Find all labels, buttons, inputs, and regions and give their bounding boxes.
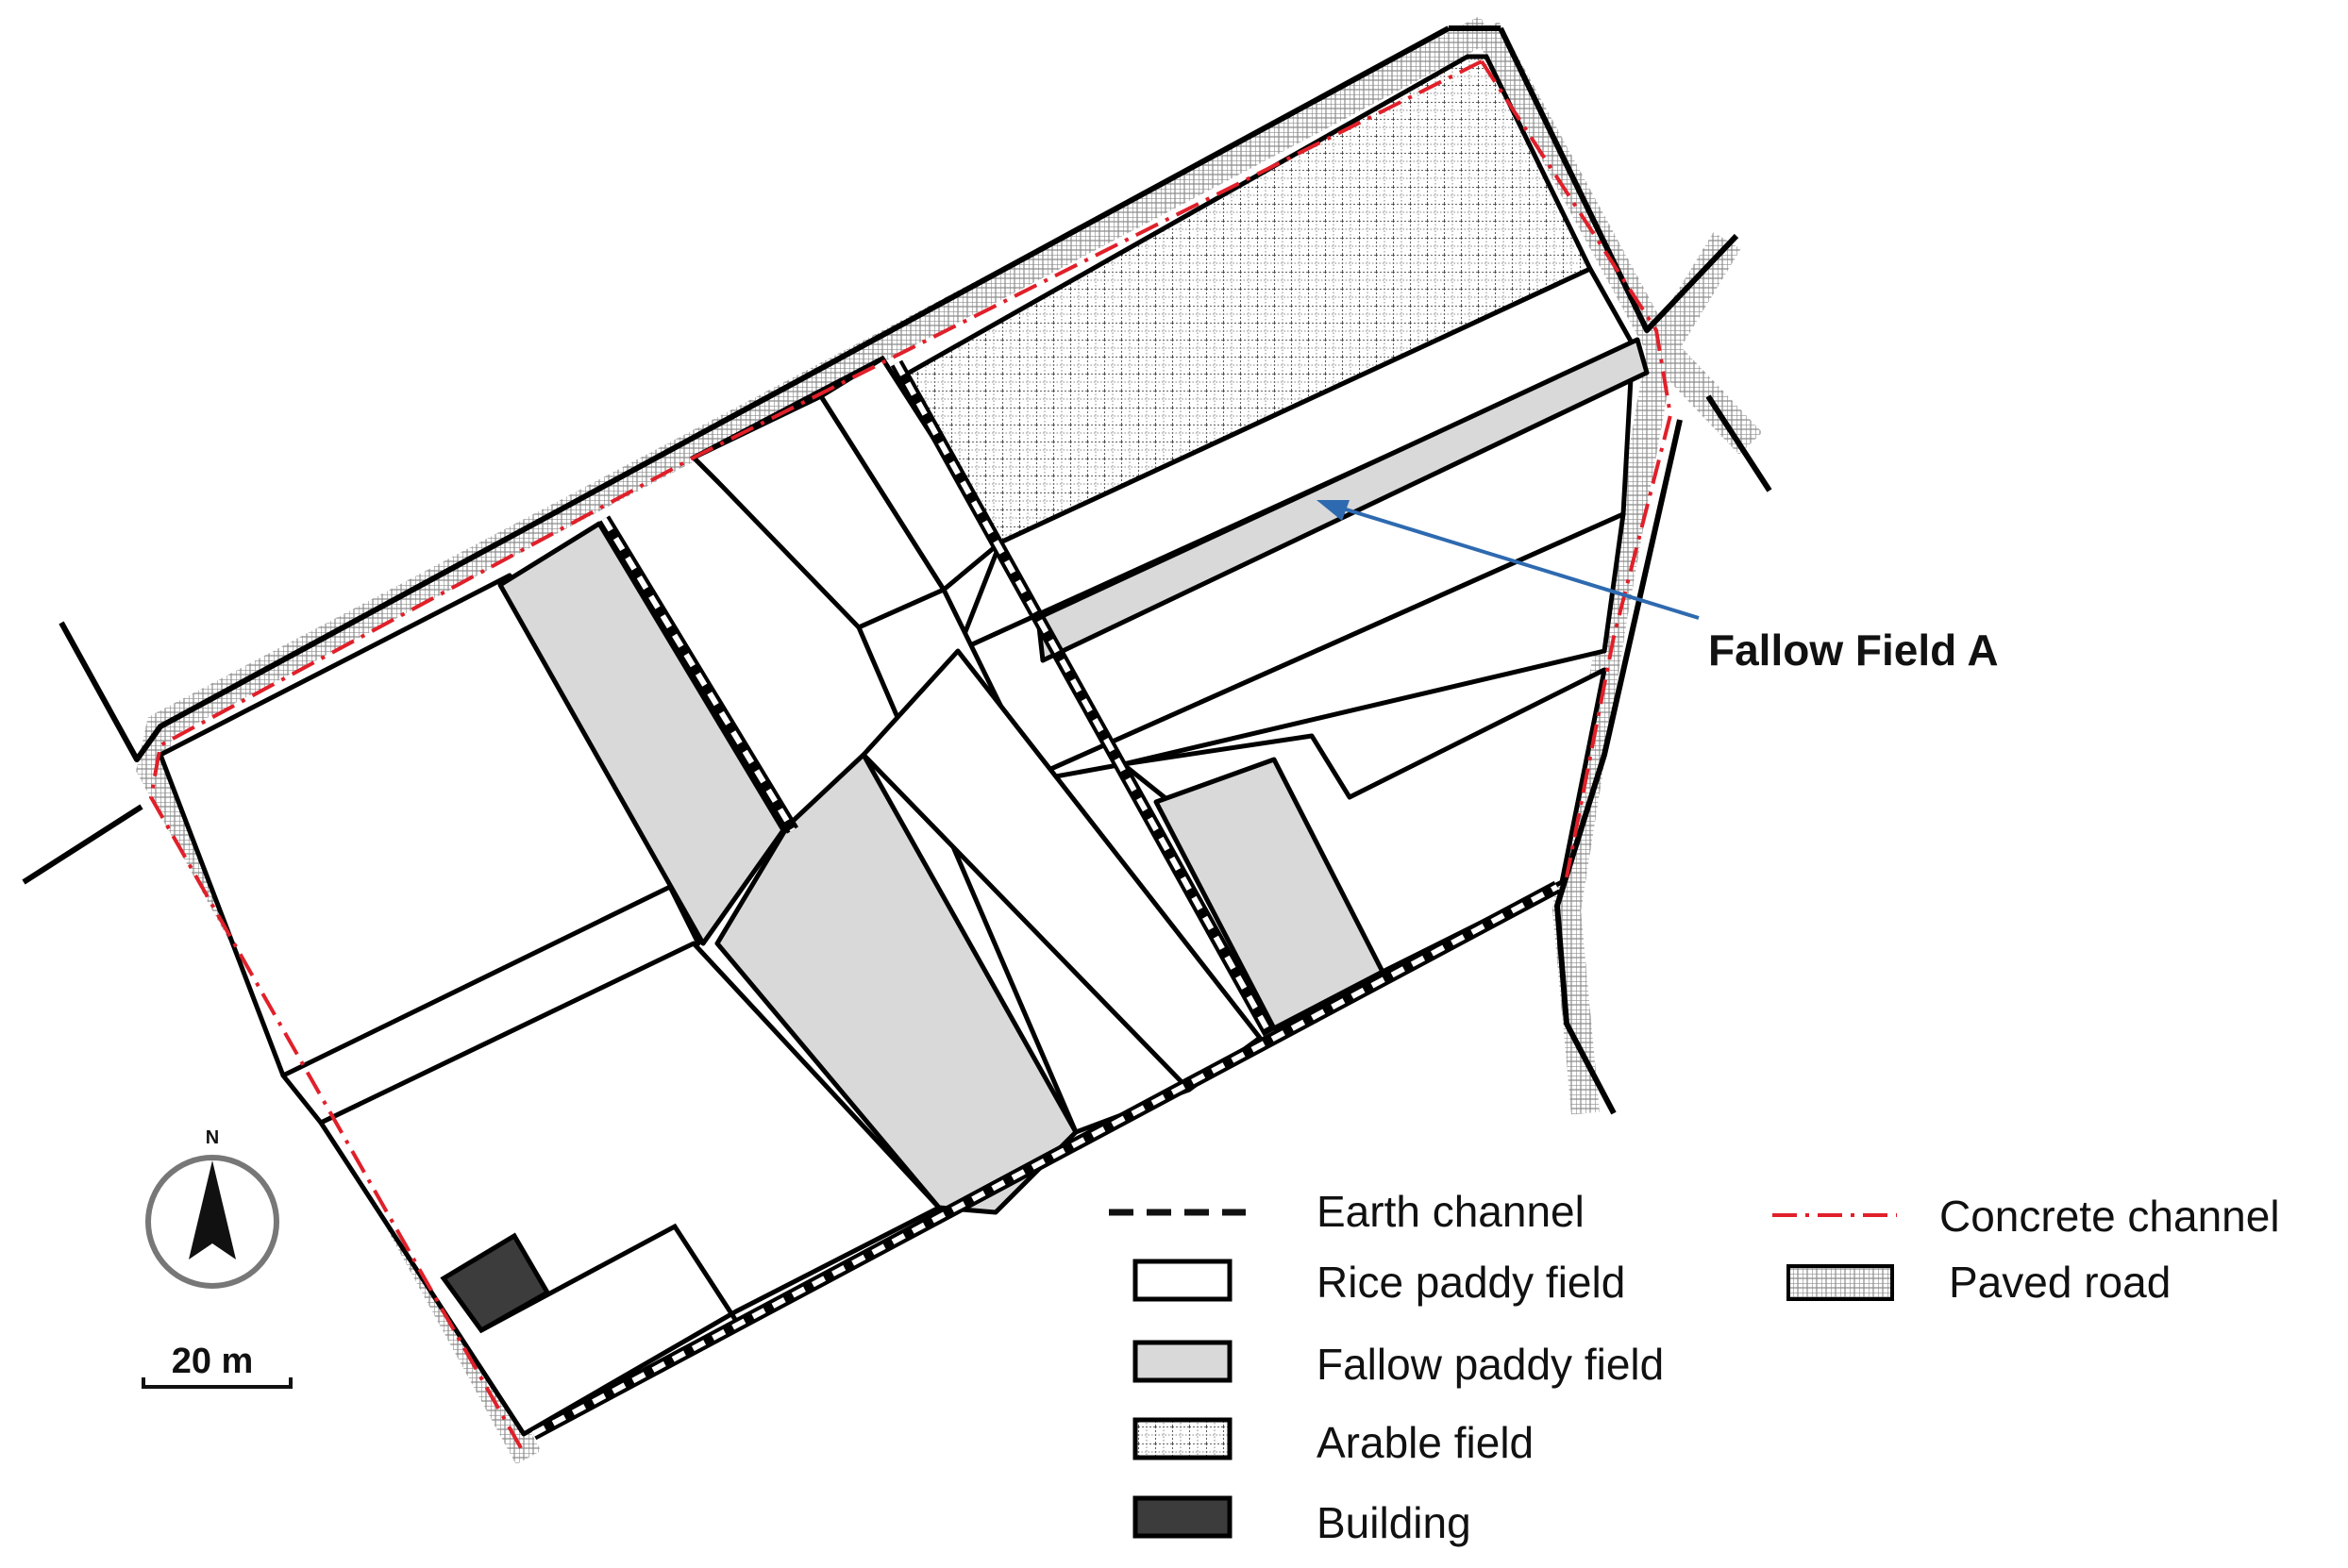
scale-bar-label: 20 m (172, 1342, 254, 1381)
legend-label: Concrete channel (1939, 1192, 2280, 1241)
legend-rice-paddy-field: Rice paddy field (1132, 1258, 1625, 1307)
compass-north-label: N (206, 1127, 219, 1148)
legend-label: Fallow paddy field (1317, 1340, 1664, 1389)
legend-building: Building (1132, 1495, 1471, 1547)
legend-arable-field: Arable field (1132, 1417, 1534, 1467)
legend-paved-road: Paved road (1786, 1258, 2171, 1307)
legend-fallow-paddy-field: Fallow paddy field (1132, 1340, 1664, 1389)
legend: Earth channel Rice paddy field Fallow pa… (1109, 1187, 2280, 1547)
boundary-lines (22, 25, 1772, 1115)
legend-label: Building (1317, 1498, 1471, 1547)
building-plot (479, 1223, 739, 1333)
scale-bar: 20 m (142, 1342, 293, 1389)
legend-label: Rice paddy field (1317, 1258, 1625, 1307)
legend-label: Arable field (1317, 1418, 1534, 1467)
compass-icon: N (145, 1127, 279, 1289)
annotation-arrow (1317, 500, 1700, 620)
legend-concrete-channel: Concrete channel (1772, 1192, 2280, 1241)
legend-label: Earth channel (1317, 1187, 1585, 1236)
legend-label: Paved road (1949, 1258, 2171, 1307)
annotation-label: Fallow Field A (1708, 626, 1999, 675)
earth-channels (529, 359, 1561, 1441)
legend-earth-channel: Earth channel (1109, 1187, 1585, 1236)
